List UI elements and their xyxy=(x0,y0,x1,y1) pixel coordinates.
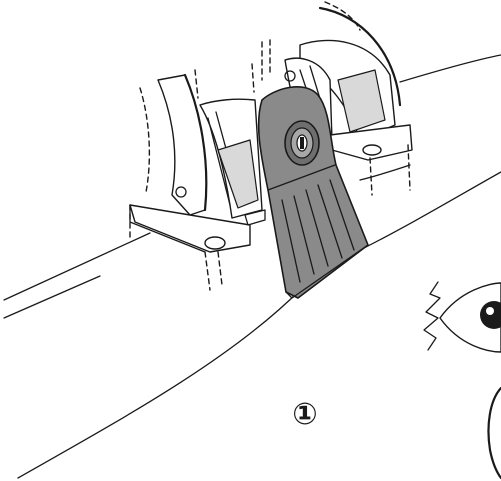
lock-key-icon xyxy=(257,86,369,299)
roof-rack-foot-icon xyxy=(129,73,266,291)
partial-hand-icon xyxy=(487,386,501,480)
roof-bar-icon xyxy=(3,54,501,479)
step-number: ① xyxy=(292,397,317,432)
warning-sparkle-icon xyxy=(423,281,441,351)
eye-icon xyxy=(439,282,501,353)
